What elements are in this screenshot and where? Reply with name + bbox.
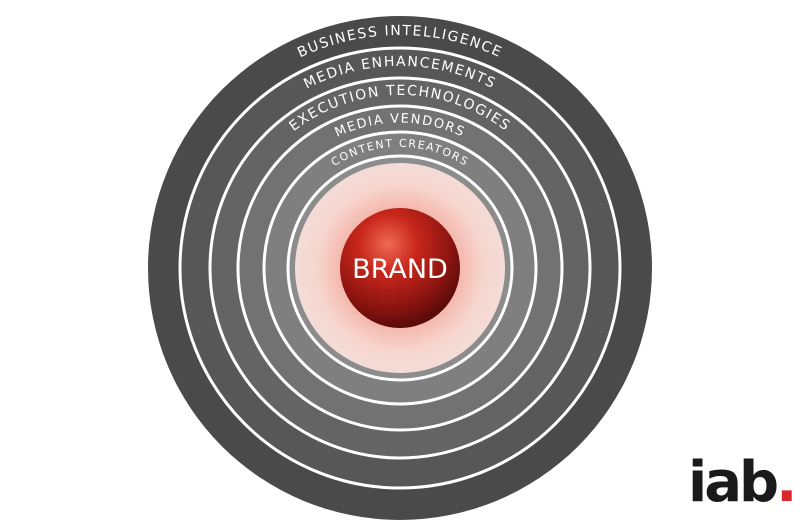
brand-label: BRAND [352, 254, 448, 285]
iab-logo-text: iab [688, 450, 779, 515]
iab-logo-dot: . [776, 450, 797, 515]
brand-sphere [340, 208, 460, 328]
iab-logo: iab. [688, 455, 797, 511]
